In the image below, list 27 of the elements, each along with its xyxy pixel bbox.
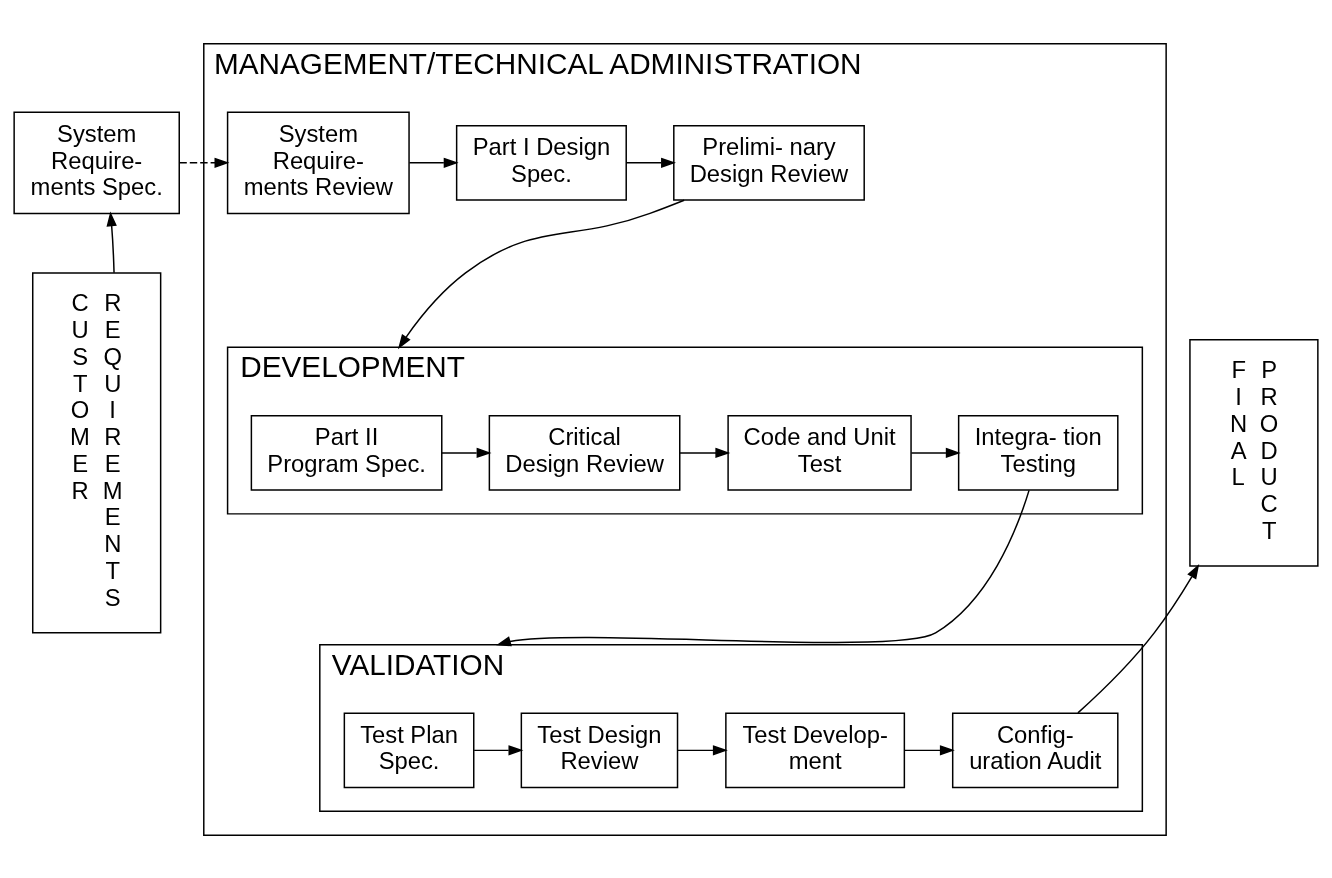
arrow (903, 744, 955, 756)
node-box: System Require- ments Spec. (13, 111, 180, 214)
arrow (397, 199, 685, 349)
arrow (106, 210, 117, 273)
arrow (910, 447, 961, 458)
node-box: Code and Unit Test (727, 414, 912, 491)
arrow (441, 447, 492, 458)
node-box: Integra- tion Testing (957, 414, 1119, 491)
arrow (1077, 563, 1200, 714)
arrow (496, 489, 1030, 646)
node-box: Test Design Review (520, 711, 679, 788)
arrow (679, 447, 731, 458)
node-box: Config- uration Audit (951, 711, 1119, 788)
arrow (408, 157, 459, 168)
node-box: CUSTOMER REQUIREMENTS (32, 271, 162, 634)
node-box: Part I Design Spec. (455, 124, 627, 201)
node-box: Test Plan Spec. (343, 711, 475, 788)
node-box: Prelimi- nary Design Review (673, 124, 865, 201)
arrow (625, 157, 676, 168)
arrow (473, 744, 524, 756)
node-box: Part II Program Spec. (250, 414, 443, 491)
node-box: System Require- ments Review (226, 111, 410, 214)
node-box: Test Develop- ment (725, 711, 906, 788)
arrow (677, 744, 728, 756)
node-box: Critical Design Review (488, 414, 681, 491)
arrow (178, 157, 230, 168)
node-box: FINAL PRODUCT (1189, 338, 1319, 567)
